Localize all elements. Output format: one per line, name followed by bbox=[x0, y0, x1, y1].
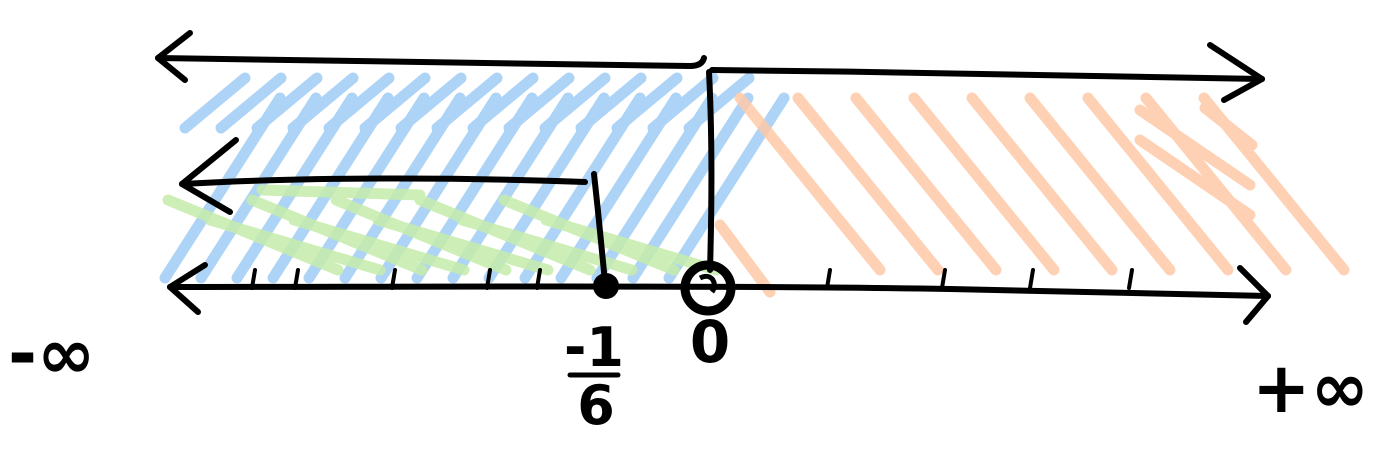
hatch-stroke-orange bbox=[734, 92, 886, 276]
axis-tick bbox=[390, 268, 397, 290]
hatch-stroke-blue bbox=[683, 72, 755, 134]
hatch-stroke-green bbox=[256, 184, 426, 201]
hatch-stroke-blue bbox=[215, 72, 287, 134]
boundary-line-zero bbox=[706, 69, 715, 273]
hatch-stroke-orange bbox=[966, 92, 1118, 276]
axis-tick bbox=[485, 268, 492, 290]
axis-tick bbox=[940, 268, 947, 290]
hatch-stroke-blue bbox=[395, 72, 467, 134]
number-line-axis bbox=[167, 262, 1271, 325]
hatch-stroke-orange bbox=[1082, 92, 1234, 276]
hatch-stroke-blue bbox=[467, 72, 539, 134]
label-negative-infinity: -∞ bbox=[8, 313, 95, 395]
open-point-zero bbox=[680, 260, 736, 316]
hatch-stroke-blue bbox=[611, 72, 683, 134]
hatch-stroke-blue bbox=[179, 72, 251, 134]
axis-tick bbox=[825, 268, 832, 290]
axis-tick bbox=[1127, 268, 1134, 290]
label-minus-one-sixth-numerator: -1 bbox=[564, 316, 624, 379]
hatch-stroke-green bbox=[372, 214, 554, 276]
label-positive-infinity: +∞ bbox=[1252, 347, 1369, 429]
axis-tick bbox=[250, 268, 257, 290]
hatch-stroke-orange bbox=[1199, 102, 1258, 151]
hatch-stroke-orange bbox=[1024, 92, 1176, 276]
hatch-stroke-blue bbox=[287, 72, 359, 134]
closed-point-minus-one-sixth bbox=[593, 273, 619, 299]
hatch-stroke-blue bbox=[323, 72, 395, 134]
label-minus-one-sixth-denominator: 6 bbox=[577, 374, 615, 437]
interval-arrow-left-of-zero bbox=[155, 30, 707, 83]
hatch-stroke-blue bbox=[539, 72, 611, 134]
hatch-stroke-orange bbox=[908, 92, 1060, 276]
hatch-stroke-orange bbox=[1134, 104, 1256, 191]
hatch-stroke-orange bbox=[1134, 134, 1256, 221]
axis-tick bbox=[293, 268, 300, 290]
hatch-stroke-orange bbox=[714, 219, 776, 298]
hatch-stroke-blue bbox=[431, 72, 503, 134]
axis-tick bbox=[535, 268, 542, 290]
hatch-stroke-green bbox=[204, 214, 386, 276]
interval-arrow-right-of-zero bbox=[709, 42, 1265, 103]
interval-arrow-left-of-minus-one-sixth bbox=[179, 137, 588, 215]
hatch-stroke-blue bbox=[503, 72, 575, 134]
hatch-stroke-green bbox=[288, 214, 470, 276]
axis-tick bbox=[1028, 268, 1035, 290]
hatch-stroke-blue bbox=[575, 72, 647, 134]
label-zero: 0 bbox=[690, 308, 730, 376]
hatch-stroke-blue bbox=[647, 72, 719, 134]
hatch-stroke-green bbox=[540, 214, 722, 276]
boundary-line-minus-one-sixth bbox=[591, 171, 608, 285]
axis-ticks bbox=[250, 268, 1134, 290]
hatch-stroke-blue bbox=[359, 72, 431, 134]
hatch-stroke-blue bbox=[251, 72, 323, 134]
hatch-region-right-of-zero bbox=[714, 92, 1350, 298]
hatch-stroke-orange bbox=[850, 92, 1002, 276]
hatch-stroke-orange bbox=[792, 92, 944, 276]
